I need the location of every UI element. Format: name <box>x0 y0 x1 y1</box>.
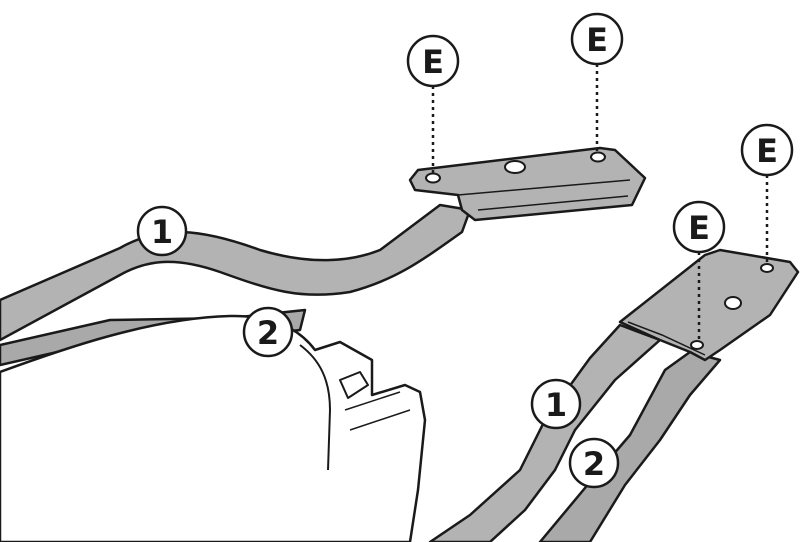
left-top-plate <box>408 146 647 222</box>
callout-right-arm-2: 2 <box>568 437 620 489</box>
callout-label: E <box>756 132 778 170</box>
callout-bolt-right-upper: E <box>740 123 794 177</box>
seat-detail <box>299 344 369 471</box>
callout-right-arm-1: 1 <box>530 378 582 430</box>
callout-label: 1 <box>545 386 567 424</box>
left-upper-arm <box>0 203 472 342</box>
callout-label: E <box>586 21 608 59</box>
right-plate-hole-upper <box>760 263 774 273</box>
right-top-plate <box>618 248 800 362</box>
callout-label: 1 <box>151 213 173 251</box>
right-lower-arm <box>538 350 722 542</box>
callout-bolt-top-left: E <box>406 34 460 88</box>
callout-bolt-top-right: E <box>570 12 624 66</box>
right-plate-hole-lower <box>690 340 704 350</box>
left-top-plate-edge <box>457 179 631 211</box>
right-top-plate-edge <box>627 321 706 356</box>
left-plate-hole-right <box>590 151 606 163</box>
seat-body <box>0 314 427 542</box>
callout-bolt-right-lower: E <box>672 200 726 254</box>
seat-detail-lower <box>344 391 411 431</box>
left-assembly <box>0 146 647 542</box>
left-plate-hole-left <box>425 172 441 184</box>
right-plate-hole-center <box>724 296 742 310</box>
callout-left-arm-2: 2 <box>242 306 294 358</box>
callout-left-arm-1: 1 <box>136 205 188 257</box>
right-assembly <box>428 248 800 542</box>
callout-label: 2 <box>257 314 279 352</box>
callout-label: E <box>422 43 444 81</box>
leader-lines <box>431 64 769 342</box>
callout-label: 2 <box>583 445 605 483</box>
left-plate-hole-center <box>504 160 526 174</box>
callout-label: E <box>688 209 710 247</box>
